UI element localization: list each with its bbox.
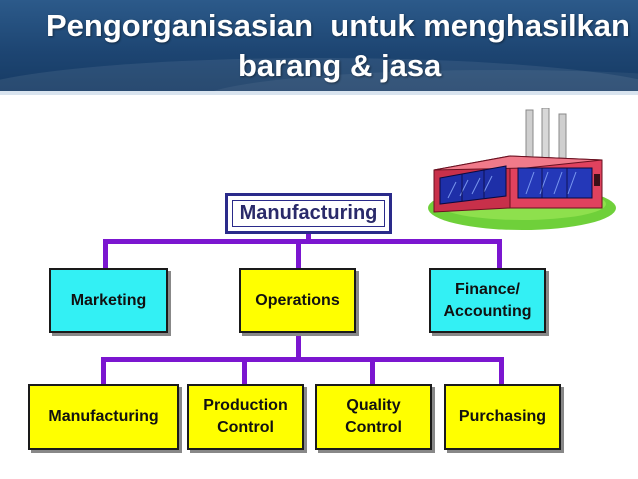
org-node-operations: Operations bbox=[239, 268, 356, 333]
connector-line bbox=[499, 357, 504, 385]
slide-title-line2: barang & jasa bbox=[238, 48, 442, 83]
connector-line bbox=[101, 357, 106, 385]
connector-line bbox=[296, 333, 301, 360]
slide-header: Pengorganisasian untuk menghasilkan bara… bbox=[0, 0, 638, 95]
org-node-label: Quality Control bbox=[345, 397, 402, 436]
connector-line bbox=[497, 239, 502, 269]
root-inner-border bbox=[232, 200, 385, 227]
org-node-label: Production Control bbox=[203, 397, 288, 436]
connector-line bbox=[306, 234, 311, 242]
factory-icon bbox=[428, 108, 616, 230]
org-node-label: Finance/ Accounting bbox=[443, 280, 532, 320]
org-node-label: Marketing bbox=[70, 291, 147, 309]
slide-title-line1: Pengorganisasian untuk menghasilkan bbox=[46, 8, 630, 43]
connector-line bbox=[101, 357, 504, 362]
org-node-purchasing: Purchasing bbox=[444, 384, 561, 450]
org-node-manufacturing: Manufacturing bbox=[28, 384, 179, 450]
connector-line bbox=[296, 239, 301, 269]
connector-line bbox=[103, 239, 502, 244]
org-node-label: Manufacturing bbox=[239, 202, 378, 224]
connector-line bbox=[370, 357, 375, 385]
org-node-quality-control: Quality Control bbox=[315, 384, 432, 450]
org-node-marketing: Marketing bbox=[49, 268, 168, 333]
org-node-label: Purchasing bbox=[458, 408, 547, 425]
org-node-label: Manufacturing bbox=[48, 408, 159, 425]
connector-line bbox=[242, 357, 247, 385]
org-node-production-control: Production Control bbox=[187, 384, 304, 450]
org-node-root: Manufacturing bbox=[225, 193, 392, 234]
org-node-finance-accounting: Finance/ Accounting bbox=[429, 268, 546, 333]
connector-line bbox=[103, 239, 108, 269]
org-node-label: Operations bbox=[255, 291, 340, 309]
header-divider bbox=[0, 91, 638, 95]
